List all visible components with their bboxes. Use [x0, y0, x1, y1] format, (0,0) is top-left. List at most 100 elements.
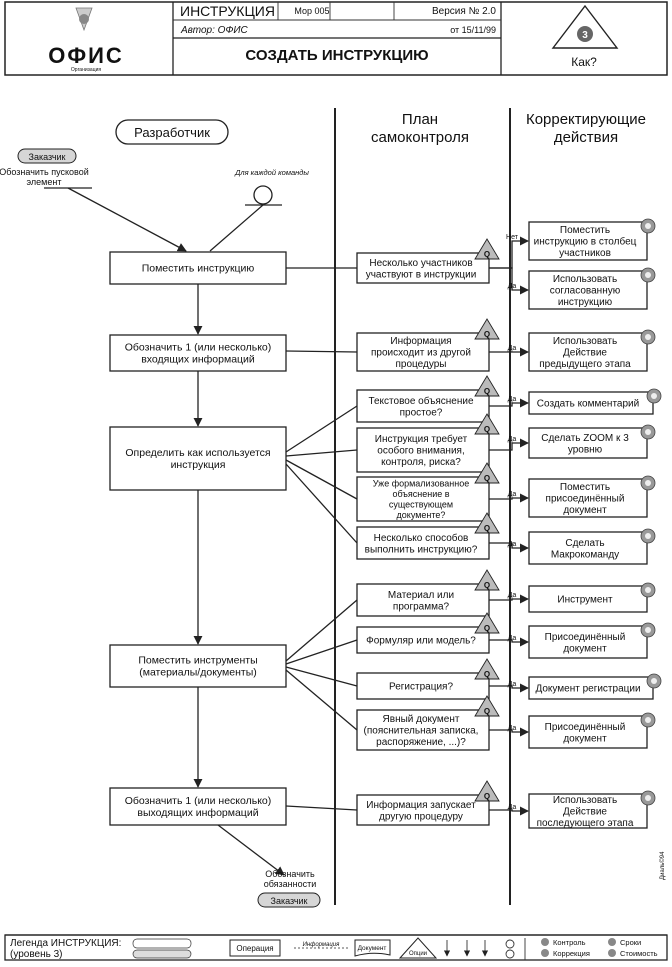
legend-document: Документ [358, 945, 387, 952]
legend-correction: Коррекция [553, 949, 590, 958]
legend-operation: Операция [236, 944, 273, 953]
corrective-label: уровню [568, 444, 603, 455]
control-q-icon: Q [474, 462, 500, 484]
corrective-label: инструкцию [558, 297, 613, 308]
doc-type: ИНСТРУКЦИЯ [180, 3, 275, 19]
svg-text:самоконтроля: самоконтроля [371, 129, 469, 146]
end-note-line2: обязанности [264, 879, 317, 889]
self-check-label: Несколько способов [374, 532, 469, 544]
branch-label-yes: Да [508, 396, 517, 403]
step-4: Поместить инструменты(материалы/документ… [109, 644, 287, 688]
legend-control-icon [541, 938, 549, 946]
step-label: входящих информаций [141, 354, 255, 366]
control-q-icon: Q [474, 780, 500, 802]
branch-label-yes: Да [508, 345, 517, 352]
branch-label-yes: Да [508, 725, 517, 732]
svg-text:Заказчик: Заказчик [271, 896, 308, 906]
corrective-label: Использовать [553, 795, 617, 806]
legend-options: Опции [409, 951, 427, 957]
client-start-badge: Заказчик [17, 148, 77, 164]
self-check-8: Формуляр или модель?Q [356, 612, 500, 654]
each-command-note: Для каждой команды [234, 168, 309, 177]
connector [285, 449, 358, 457]
command-flow [209, 204, 264, 252]
step-2: Обозначить 1 (или несколько)входящих инф… [109, 334, 287, 372]
svg-text:План: План [402, 111, 438, 128]
connector [285, 805, 358, 811]
connector [285, 669, 358, 731]
svg-text:действия: действия [554, 129, 618, 146]
branch-label-yes: Да [508, 541, 517, 548]
legend-deadline-icon [608, 938, 616, 946]
corrective-label: Сделать [565, 538, 604, 549]
step-1: Поместить инструкцию [109, 251, 287, 285]
connector [285, 463, 358, 544]
control-q-icon: Q [474, 375, 500, 397]
corrective-label: инструкцию в столбец [534, 236, 637, 248]
svg-text:Корректирующие: Корректирующие [526, 111, 646, 128]
self-check-label: происходит из другой [371, 348, 471, 359]
legend-deadline: Сроки [620, 938, 641, 947]
step-label: Поместить инструменты [138, 655, 257, 667]
svg-text:Q: Q [484, 670, 490, 679]
connector [285, 639, 358, 665]
doc-version: Версия № 2.0 [432, 6, 496, 17]
svg-text:3: 3 [582, 30, 588, 41]
corrective-label: Документ регистрации [535, 684, 640, 695]
self-check-label: Регистрация? [389, 682, 453, 693]
corrective-label: Присоединённый [545, 722, 626, 733]
trigger-circle [253, 185, 273, 205]
branch-connector [489, 542, 529, 553]
connector [285, 350, 358, 353]
branch-label-yes: Да [508, 283, 517, 290]
branch-label-no: Нет [506, 234, 519, 241]
page-title: СОЗДАТЬ ИНСТРУКЦИЮ [245, 47, 428, 64]
corrective-label: присоединённый [546, 494, 625, 505]
doc-code: Мор 005 [294, 6, 329, 16]
legend-cost: Стоимость [620, 949, 658, 958]
self-check-label: Текстовое объяснение [368, 395, 474, 407]
connector [285, 666, 358, 687]
self-check-label: Информация запускает [366, 799, 476, 811]
branch-connector [489, 493, 529, 503]
connectors [285, 236, 529, 816]
self-check-label: существующем [389, 499, 453, 509]
svg-text:Q: Q [484, 524, 490, 533]
step-label: Обозначить 1 (или несколько) [125, 795, 272, 807]
legend-options-icon [398, 937, 438, 959]
self-check-label: Материал или [388, 590, 454, 601]
corrective-label: Использовать [553, 336, 617, 347]
how-triangle-icon: 3 [551, 4, 619, 49]
legend-title: Легенда ИНСТРУКЦИЯ: [10, 938, 121, 949]
corrective-action-4: Создать комментарий [528, 388, 662, 415]
connector [285, 459, 358, 500]
connector [285, 405, 358, 453]
legend-level: (уровень 3) [10, 949, 63, 960]
control-q-icon: Q [474, 695, 500, 717]
self-check-10: Явный документ(пояснительная записка,рас… [356, 695, 500, 751]
self-check-label: простое? [400, 407, 443, 418]
svg-text:Q: Q [484, 250, 490, 259]
company-logo: ОФИС Организация [48, 7, 122, 73]
branch-connector [489, 727, 529, 737]
self-check-label: документе? [397, 510, 446, 520]
start-note: Обозначить пусковой [0, 167, 89, 177]
legend-operation-icon [229, 939, 281, 957]
corrective-label: Использовать [553, 274, 617, 285]
control-q-icon: Q [474, 569, 500, 591]
column-header-corrective: Корректирующие действия [526, 111, 646, 146]
control-q-icon: Q [474, 658, 500, 680]
svg-text:Q: Q [484, 707, 490, 716]
self-check-label: Информация [390, 335, 451, 347]
corrective-label: Действие [563, 348, 607, 359]
legend-control: Контроль [553, 938, 586, 947]
